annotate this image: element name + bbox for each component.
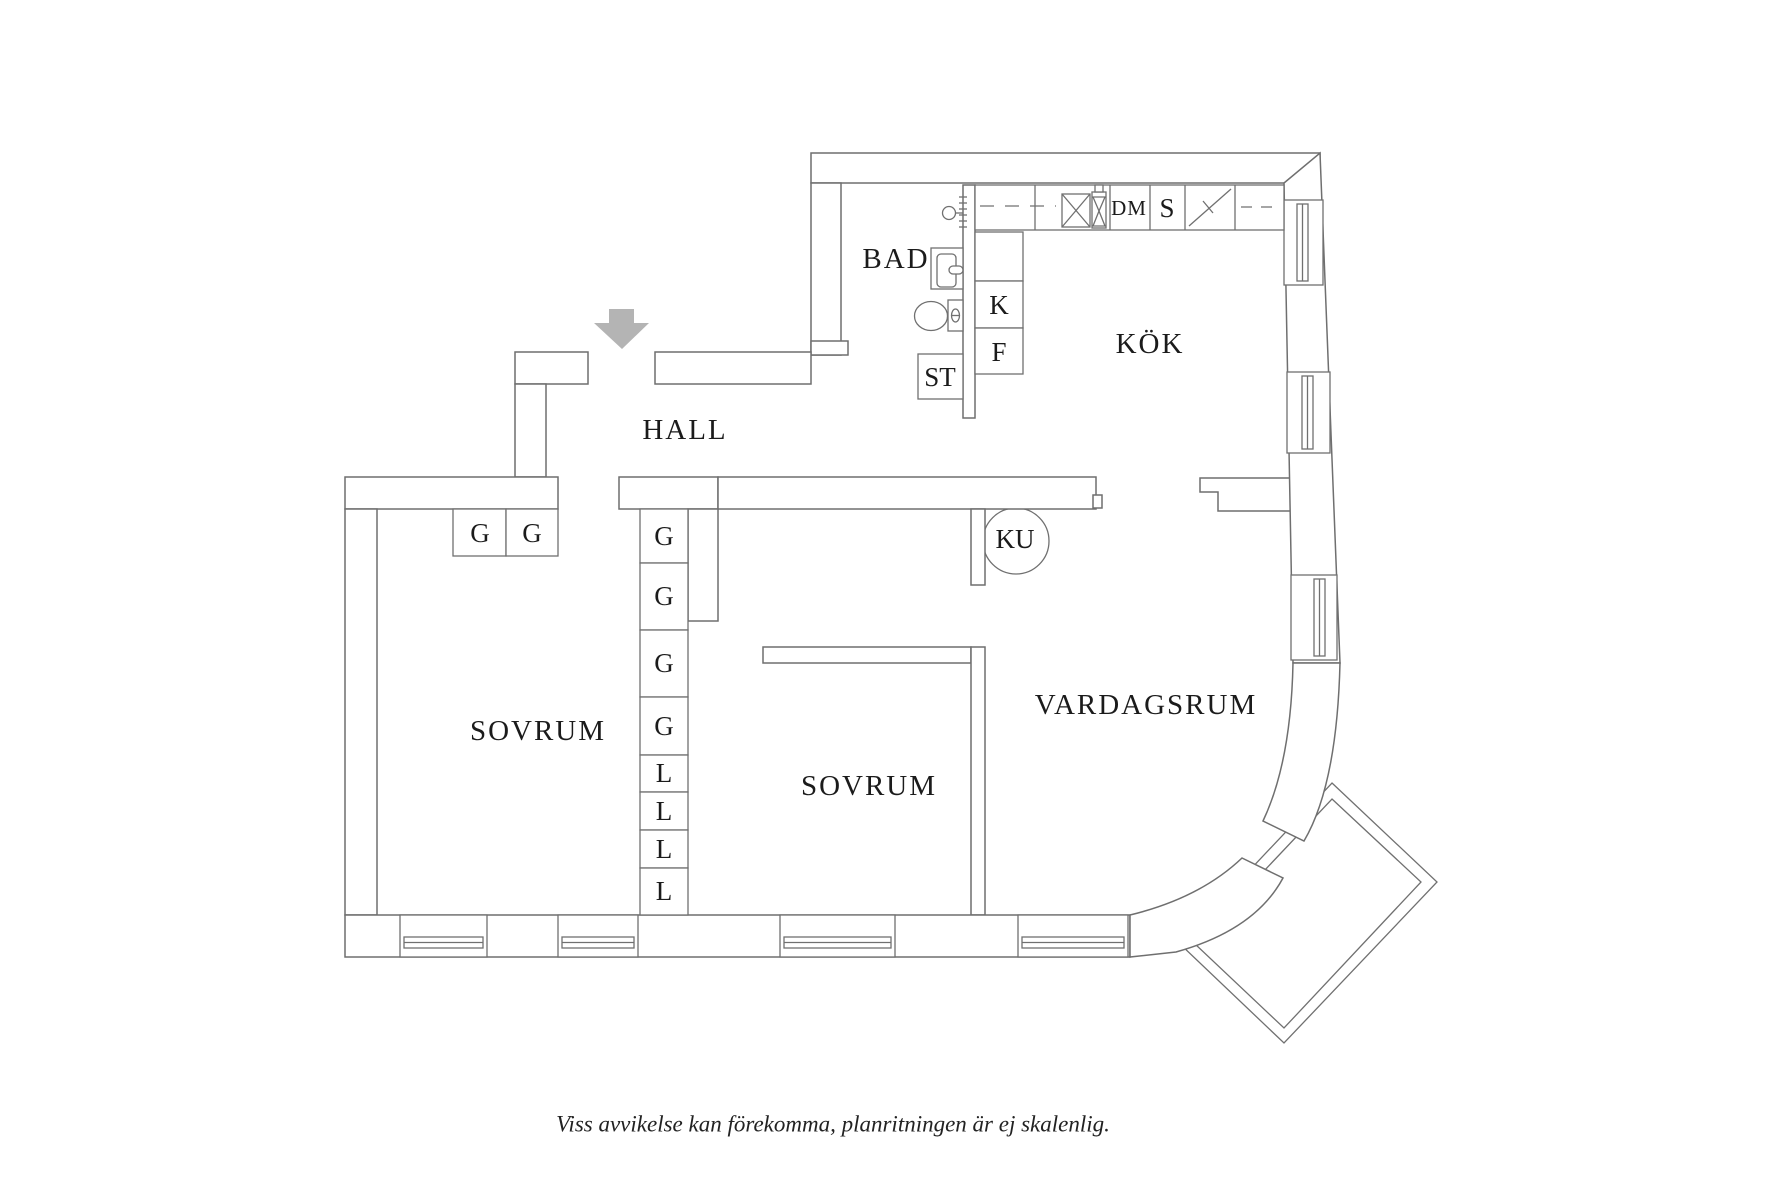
- wall-bedroom2-left: [687, 508, 719, 622]
- bath-mixer-icon: [941, 196, 967, 228]
- wall-bath-south: [810, 340, 849, 356]
- room-label-sovrum2: SOVRUM: [801, 770, 937, 802]
- wall-bedroom2-top: [762, 646, 972, 664]
- faucet-icon: [1091, 184, 1107, 229]
- window: [1286, 371, 1331, 454]
- wall-hall-north-right: [654, 351, 812, 385]
- stove-hood-icon: [1188, 188, 1232, 227]
- wall-left-outer: [344, 508, 378, 916]
- fridge-box: [974, 280, 1024, 329]
- window: [1290, 574, 1338, 661]
- wall-kitchen-south-right: [1199, 477, 1295, 512]
- window: [779, 914, 896, 958]
- wall-bath-right: [962, 184, 976, 419]
- wardrobe-pair: [452, 508, 559, 557]
- freezer-box: [974, 327, 1024, 375]
- balcony: [1179, 782, 1438, 1044]
- wardrobe-label: L: [656, 758, 673, 788]
- label-frys: F: [991, 337, 1006, 367]
- washbasin-icon: [930, 247, 964, 290]
- cabinet-box: [974, 231, 1024, 282]
- label-ku: KU: [996, 524, 1035, 554]
- wall-curved-upper: [1262, 662, 1341, 842]
- window: [557, 914, 639, 958]
- wardrobe-label: G: [654, 581, 674, 611]
- wall-curved-lower: [1129, 857, 1285, 958]
- wardrobe-label: G: [470, 518, 490, 548]
- window: [1283, 199, 1324, 286]
- wall-corridor-south: [717, 476, 1097, 510]
- wall-bedroom1-top: [344, 476, 559, 510]
- window: [399, 914, 488, 958]
- entrance-arrow-icon: [594, 309, 649, 349]
- window: [1017, 914, 1129, 958]
- room-label-vardagsrum: VARDAGSRUM: [1035, 689, 1258, 721]
- wardrobe-column: [639, 508, 689, 916]
- label-kyl: K: [989, 290, 1009, 320]
- wall-kitchen-door-jamb: [1092, 494, 1103, 509]
- fixture-labels: ST KU K F DM S: [924, 193, 1174, 554]
- wardrobe-label: G: [654, 648, 674, 678]
- room-labels: BAD KÖK HALL SOVRUM SOVRUM VARDAGSRUM: [470, 243, 1258, 802]
- wall-stove-stub: [970, 508, 986, 586]
- wall-hall-west: [514, 383, 547, 478]
- storage-closet-box: [917, 353, 964, 400]
- room-label-sovrum1: SOVRUM: [470, 715, 606, 747]
- counter-outline: [974, 184, 1285, 231]
- wardrobe-label: L: [656, 796, 673, 826]
- wall-topsection-left: [810, 182, 842, 356]
- wardrobe-label: L: [656, 834, 673, 864]
- toilet-icon: [913, 299, 964, 332]
- wall-hall-north-left: [514, 351, 589, 385]
- wardrobe-labels: G G G G G G L L L L: [470, 518, 674, 906]
- wall-closet-anchor: [618, 476, 719, 510]
- room-label-bad: BAD: [862, 243, 929, 275]
- disclaimer-text: Viss avvikelse kan förekomma, planritnin…: [556, 1112, 1110, 1137]
- label-spis: S: [1159, 193, 1174, 223]
- wardrobe-label: G: [654, 521, 674, 551]
- windows-right: [1283, 199, 1338, 661]
- fridge-freezer-column: [974, 231, 1024, 375]
- label-st: ST: [924, 362, 956, 392]
- windows-bottom: [399, 914, 1129, 958]
- room-label-hall: HALL: [642, 414, 727, 446]
- wardrobe-label: L: [656, 876, 673, 906]
- label-diskmaskin: DM: [1111, 196, 1147, 220]
- room-label-kok: KÖK: [1116, 328, 1185, 360]
- wall-bedroom2-livingroom-divider: [970, 646, 986, 916]
- wardrobe-label: G: [654, 711, 674, 741]
- kitchen-counter: [974, 184, 1285, 231]
- wall-top: [810, 152, 1321, 184]
- kitchen-sink-icon: [1061, 193, 1091, 228]
- wardrobe-label: G: [522, 518, 542, 548]
